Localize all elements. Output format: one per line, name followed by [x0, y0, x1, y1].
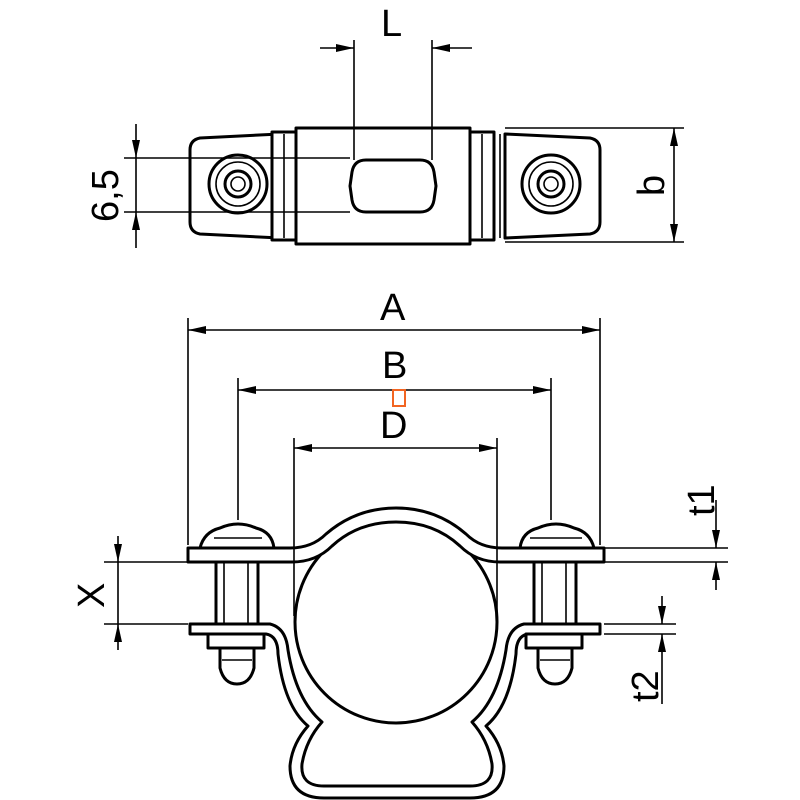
dim-D: D: [293, 405, 498, 616]
dim-L: L: [320, 3, 472, 160]
label-6-5: 6,5: [85, 169, 127, 222]
dim-t2: t2: [604, 596, 676, 704]
dim-A: A: [187, 287, 601, 545]
dim-b: b: [505, 127, 684, 243]
left-bolt-head: [207, 153, 269, 215]
dim-t1: t1: [604, 484, 728, 590]
label-D: D: [380, 405, 407, 447]
dim-6-5: 6,5: [85, 124, 350, 248]
right-bolt: [518, 522, 596, 686]
label-t1: t1: [681, 484, 723, 516]
label-B: B: [382, 345, 407, 387]
lower-clip: [188, 622, 602, 800]
label-b: b: [631, 175, 673, 196]
front-view: A B D t1: [71, 287, 728, 800]
orange-marker: [392, 389, 406, 407]
top-view: L 6,5 b: [85, 3, 684, 248]
label-L: L: [381, 3, 402, 45]
dim-B: B: [237, 345, 552, 520]
label-A: A: [380, 287, 406, 329]
dim-X: X: [71, 536, 188, 650]
slot: [348, 158, 438, 214]
label-X: X: [71, 583, 113, 608]
right-bolt-head: [520, 153, 582, 215]
label-t2: t2: [625, 670, 667, 702]
left-bolt: [198, 522, 276, 686]
right-ear: [503, 132, 602, 240]
